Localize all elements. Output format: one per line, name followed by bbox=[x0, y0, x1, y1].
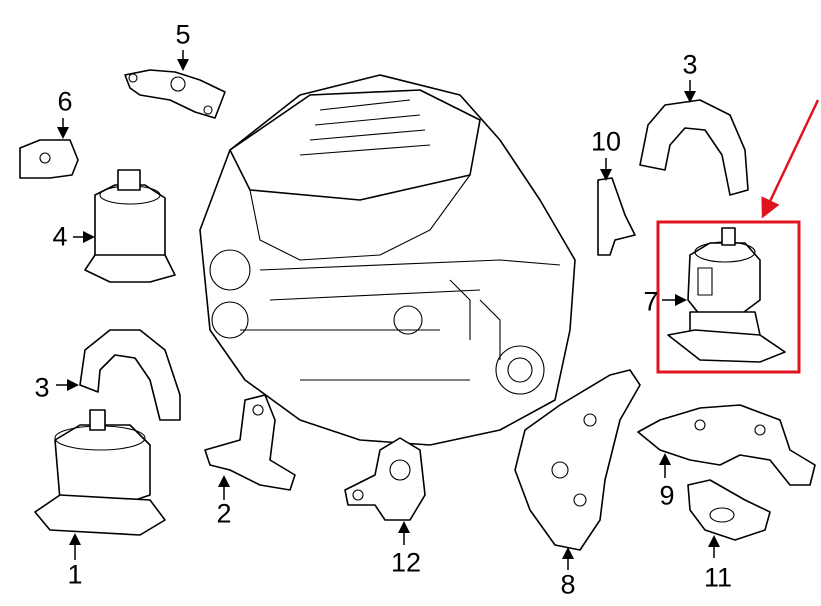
part-3-left-bracket bbox=[56, 329, 181, 421]
callout-7: 7 bbox=[643, 286, 659, 317]
callout-4: 4 bbox=[52, 221, 68, 252]
part-8-bracket bbox=[514, 369, 641, 570]
callout-12: 12 bbox=[390, 547, 422, 578]
engine-assembly bbox=[199, 74, 576, 446]
part-11-mount bbox=[687, 479, 771, 558]
part-2-bracket bbox=[204, 394, 296, 500]
part-4-mount bbox=[73, 169, 176, 283]
callout-8: 8 bbox=[560, 569, 576, 600]
callout-10: 10 bbox=[590, 126, 622, 157]
part-3-right-bracket bbox=[639, 80, 749, 196]
callout-1: 1 bbox=[67, 559, 83, 590]
callout-2: 2 bbox=[216, 498, 232, 529]
part-12-mount bbox=[344, 437, 426, 545]
callout-3-right: 3 bbox=[682, 49, 698, 80]
part-1-mount bbox=[34, 409, 166, 560]
part-9-bracket bbox=[637, 404, 816, 486]
callout-6: 6 bbox=[57, 86, 73, 117]
part-6-bracket bbox=[19, 118, 79, 179]
callout-3-left: 3 bbox=[34, 372, 50, 403]
callout-9: 9 bbox=[659, 480, 675, 511]
callout-5: 5 bbox=[175, 19, 191, 50]
part-5-bracket bbox=[124, 50, 226, 119]
part-10-bracket bbox=[597, 158, 636, 256]
highlight-arrow bbox=[761, 99, 820, 219]
part-7-mount bbox=[662, 227, 786, 363]
highlight-box bbox=[656, 220, 801, 374]
callout-11: 11 bbox=[703, 562, 733, 593]
